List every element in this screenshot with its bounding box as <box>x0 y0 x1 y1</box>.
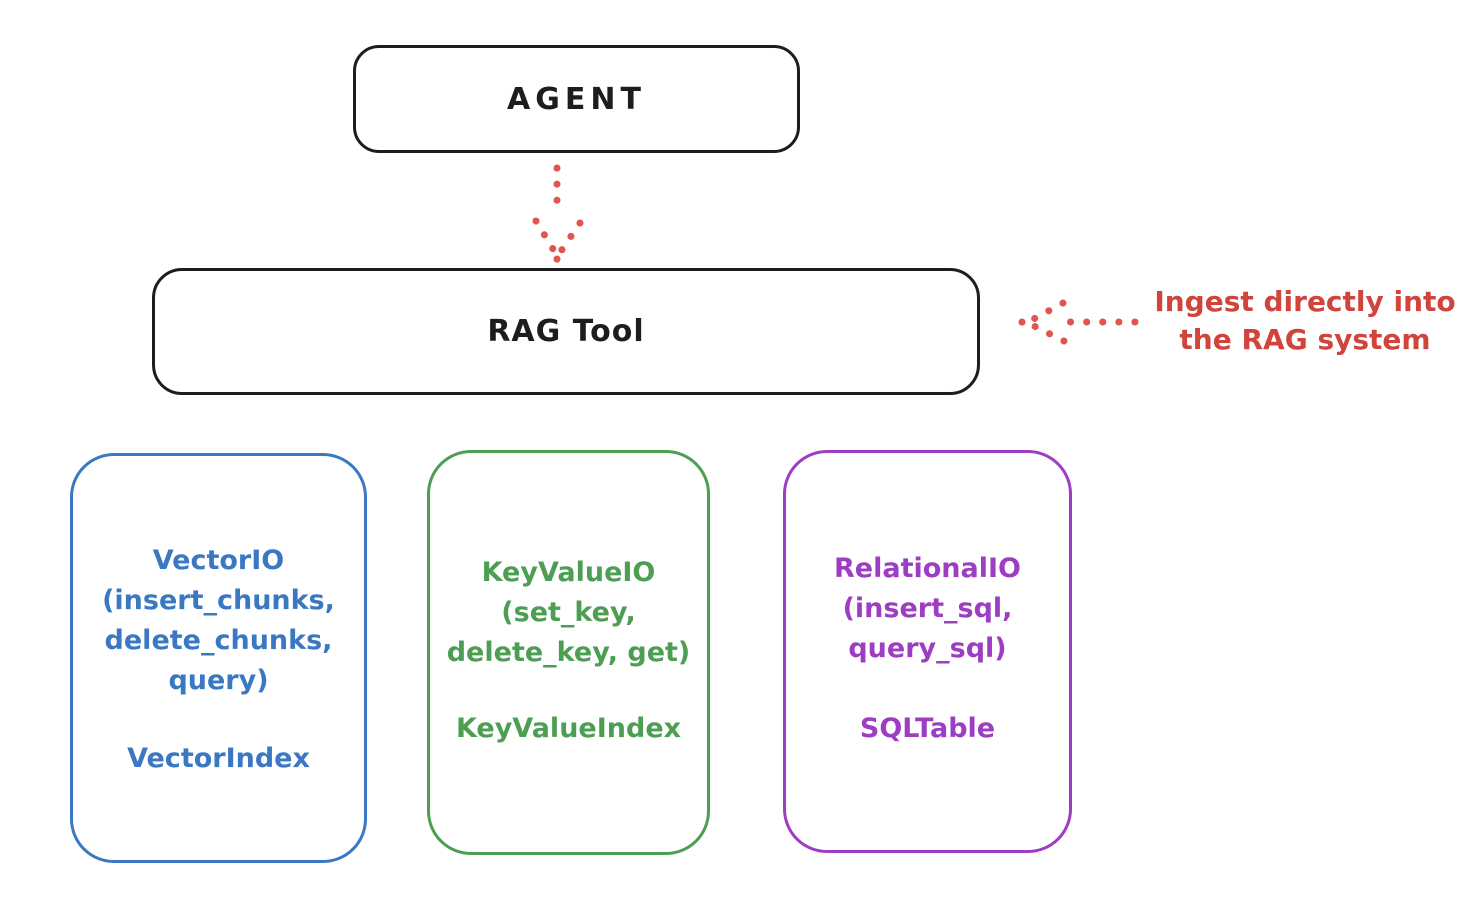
vector-io-line: delete_chunks, <box>104 625 333 656</box>
sql-table-label: SQLTable <box>859 713 996 744</box>
relational-io-line: RelationalIO <box>834 553 1021 584</box>
ingest-annotation-line1: Ingest directly into <box>1154 285 1456 318</box>
relational-io-line: query_sql) <box>848 633 1007 664</box>
agent-to-ragtool-arrow <box>532 164 584 263</box>
vector-io-line: (insert_chunks, <box>102 585 335 616</box>
ingest-annotation: Ingest directly into the RAG system <box>1135 283 1475 359</box>
rag-tool-label: RAG Tool <box>487 314 645 349</box>
keyvalue-io-line: delete_key, get) <box>446 637 691 668</box>
vector-io-box: VectorIO (insert_chunks, delete_chunks, … <box>70 453 367 863</box>
keyvalue-io-line: KeyValueIO <box>481 557 656 588</box>
vector-index-label: VectorIndex <box>127 743 310 774</box>
agent-label: AGENT <box>507 81 646 117</box>
relational-io-line: (insert_sql, <box>842 593 1013 624</box>
vector-io-line: VectorIO <box>152 545 285 576</box>
rag-tool-box: RAG Tool <box>152 268 980 395</box>
keyvalue-io-box: KeyValueIO (set_key, delete_key, get) Ke… <box>427 450 710 855</box>
keyvalue-index-label: KeyValueIndex <box>455 713 682 744</box>
ingest-annotation-line2: the RAG system <box>1179 323 1431 356</box>
vector-io-line: query) <box>168 665 269 696</box>
agent-box: AGENT <box>353 45 800 153</box>
annotation-arrow <box>1018 299 1139 345</box>
relational-io-box: RelationalIO (insert_sql, query_sql) SQL… <box>783 450 1072 853</box>
keyvalue-io-line: (set_key, <box>501 597 636 628</box>
